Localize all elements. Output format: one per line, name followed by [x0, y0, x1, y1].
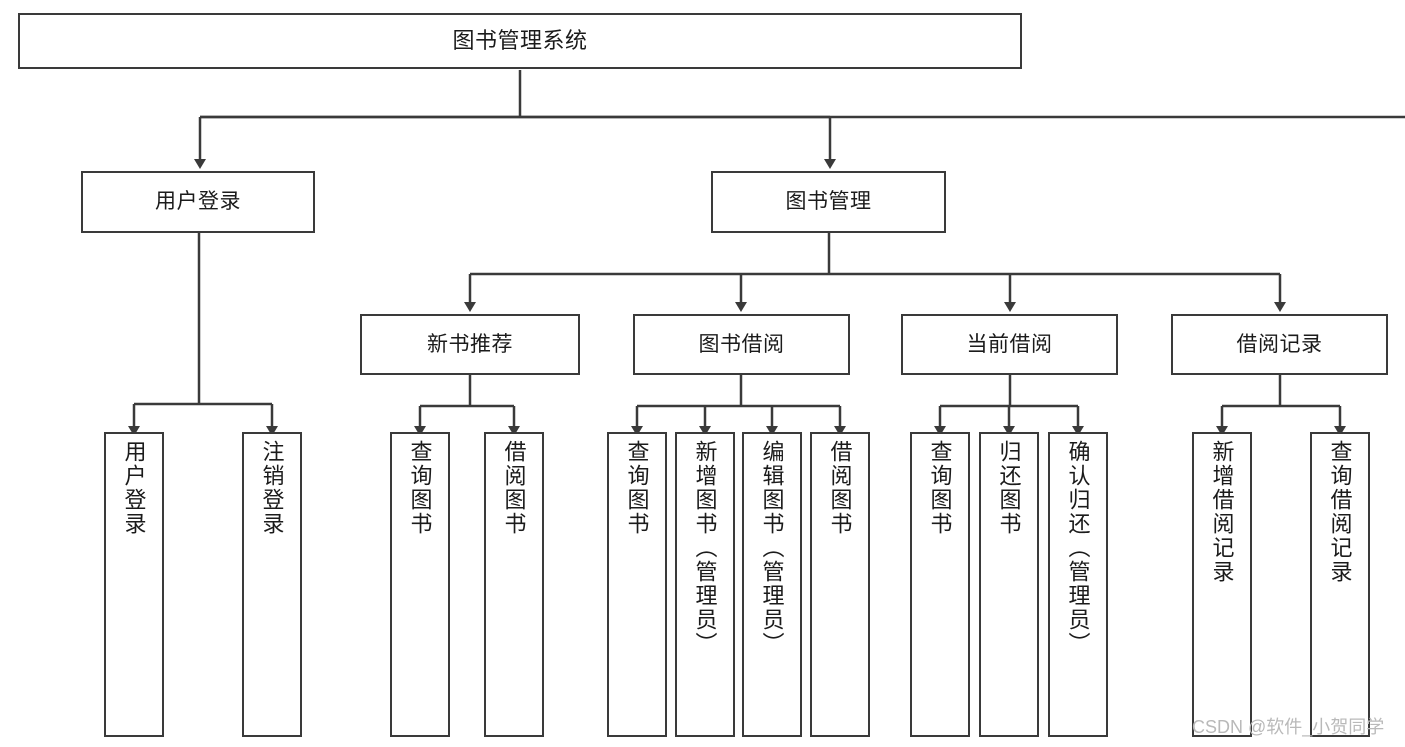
node-label: 新书推荐 [427, 332, 513, 356]
node-label: 注销登录 [259, 440, 285, 536]
leaf-query-book-current[interactable]: 查询图书 [910, 432, 970, 737]
leaf-return-book[interactable]: 归还图书 [979, 432, 1039, 737]
leaf-edit-book-admin[interactable]: 编辑图书（管理员） [742, 432, 802, 737]
node-label: 确认归还（管理员） [1065, 440, 1091, 656]
node-current-borrow[interactable]: 当前借阅 [901, 314, 1118, 375]
node-label: 用户登录 [155, 190, 241, 214]
node-label: 用户登录 [121, 440, 147, 536]
node-label: 归还图书 [996, 440, 1022, 536]
node-user-login[interactable]: 用户登录 [81, 171, 315, 233]
node-label: 借阅图书 [827, 440, 853, 536]
node-label: 新增图书（管理员） [692, 440, 718, 656]
node-label: 新增借阅记录 [1209, 440, 1235, 584]
node-label: 编辑图书（管理员） [759, 440, 785, 656]
leaf-user-login[interactable]: 用户登录 [104, 432, 164, 737]
node-label: 借阅图书 [501, 440, 527, 536]
node-label: 图书借阅 [698, 332, 785, 356]
leaf-query-book-borrow[interactable]: 查询图书 [607, 432, 667, 737]
csdn-watermark: CSDN @软件_小贺同学 [1192, 717, 1385, 737]
leaf-confirm-return-admin[interactable]: 确认归还（管理员） [1048, 432, 1108, 737]
node-label: 图书管理 [785, 190, 872, 214]
node-label: 图书管理系统 [452, 27, 588, 53]
leaf-borrow-book[interactable]: 借阅图书 [810, 432, 870, 737]
leaf-user-logout[interactable]: 注销登录 [242, 432, 302, 737]
node-root-system[interactable]: 图书管理系统 [18, 13, 1022, 69]
node-label: 查询图书 [927, 440, 953, 536]
node-label: 当前借阅 [966, 332, 1053, 356]
node-borrow-records[interactable]: 借阅记录 [1171, 314, 1388, 375]
node-label: 查询图书 [407, 440, 433, 536]
node-new-book-recommend[interactable]: 新书推荐 [360, 314, 580, 375]
leaf-query-borrow-record[interactable]: 查询借阅记录 [1310, 432, 1370, 737]
leaf-add-book-admin[interactable]: 新增图书（管理员） [675, 432, 735, 737]
node-label: 借阅记录 [1236, 332, 1323, 356]
leaf-query-book-new[interactable]: 查询图书 [390, 432, 450, 737]
node-book-management[interactable]: 图书管理 [711, 171, 946, 233]
node-book-borrow[interactable]: 图书借阅 [633, 314, 850, 375]
leaf-add-borrow-record[interactable]: 新增借阅记录 [1192, 432, 1252, 737]
node-label: 查询图书 [624, 440, 650, 536]
node-label: 查询借阅记录 [1327, 440, 1353, 584]
leaf-borrow-book-new[interactable]: 借阅图书 [484, 432, 544, 737]
